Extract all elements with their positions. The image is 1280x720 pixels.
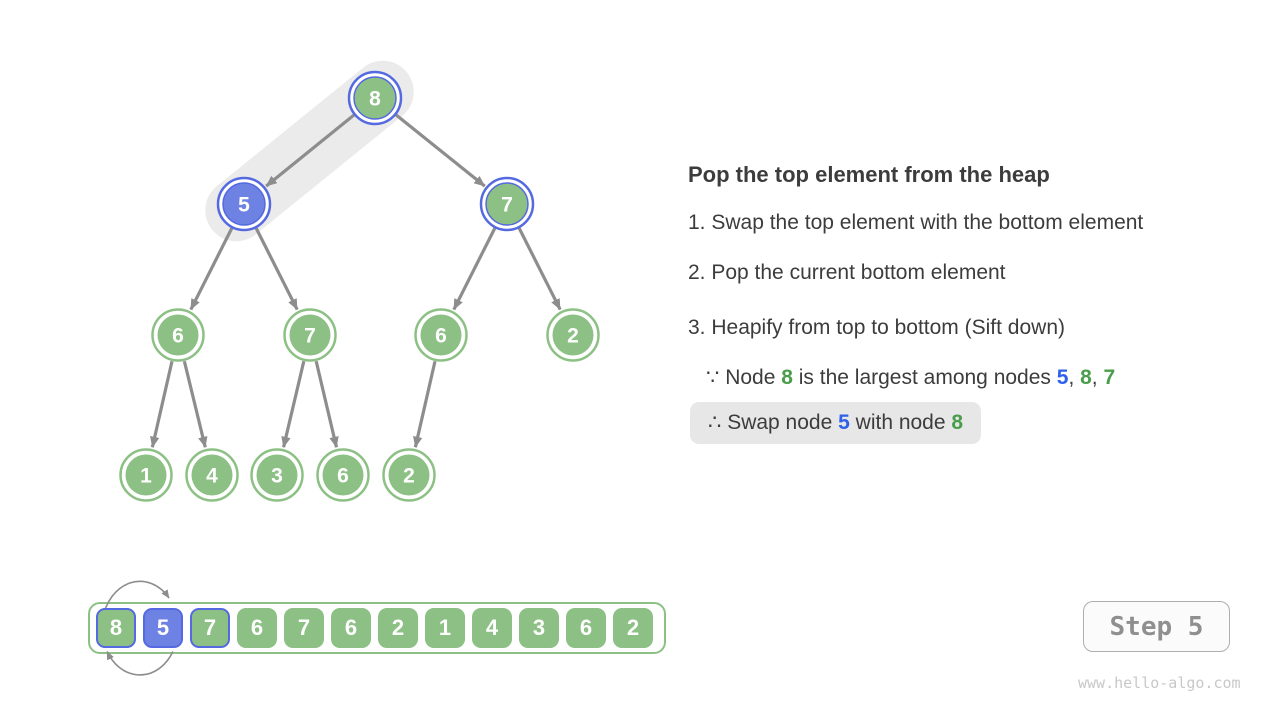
svg-text:7: 7 (304, 325, 316, 348)
text-segment: 5 (1056, 366, 1069, 389)
tree-edge (452, 227, 497, 311)
array-cell-7: 7 (190, 608, 230, 648)
text-segment: is the largest among nodes (792, 366, 1057, 389)
svg-text:6: 6 (172, 325, 184, 348)
tree-edge (413, 360, 437, 448)
watermark: www.hello-algo.com (1078, 674, 1241, 692)
tree-node-7: 7 (479, 176, 535, 232)
tree-node-6: 6 (316, 448, 370, 502)
text-segment: 8 (1080, 366, 1092, 389)
svg-text:1: 1 (140, 465, 152, 488)
array-cell-6: 6 (237, 608, 277, 648)
tree-node-6: 6 (414, 308, 468, 362)
tree-node-6: 6 (151, 308, 205, 362)
text-segment: 5 (838, 411, 850, 434)
text-segment: 8 (951, 411, 964, 434)
instruction-step-3: 3. Heapify from top to bottom (Sift down… (688, 316, 1065, 339)
svg-text:4: 4 (206, 465, 218, 488)
tree-edge (281, 360, 306, 448)
text-segment: ∵ Node (706, 366, 782, 389)
array-cell-6: 6 (331, 608, 371, 648)
tree-edge (395, 113, 486, 188)
array-cell-7: 7 (284, 608, 324, 648)
tree-node-5: 5 (216, 176, 272, 232)
tree-node-4: 4 (185, 448, 239, 502)
tree-node-1: 1 (119, 448, 173, 502)
heap-tree: 8 5 7 6 7 6 2 1 4 3 6 2 (119, 60, 600, 502)
tree-edge (517, 227, 562, 311)
svg-text:6: 6 (435, 325, 447, 348)
text-segment: , (1068, 366, 1081, 389)
array-cell-2: 2 (378, 608, 418, 648)
swap-arrow-bottom (106, 651, 174, 676)
svg-text:5: 5 (238, 194, 250, 217)
tree-edge (189, 227, 234, 311)
svg-text:8: 8 (369, 88, 381, 111)
tree-edge (314, 360, 339, 448)
because-line: ∵ Node 8 is the largest among nodes 5, 8… (706, 365, 1115, 390)
array-cell-6: 6 (566, 608, 606, 648)
array-cell-8: 8 (96, 608, 136, 648)
svg-text:7: 7 (501, 194, 513, 217)
array-cell-4: 4 (472, 608, 512, 648)
text-segment: 7 (1103, 366, 1116, 389)
tree-edge (150, 360, 174, 448)
text-segment: ∴ Swap node (708, 411, 839, 434)
tree-edge (254, 227, 299, 311)
text-segment: 8 (781, 366, 793, 389)
tree-edge (182, 360, 208, 448)
text-segment: , (1091, 366, 1104, 389)
svg-text:2: 2 (403, 465, 415, 488)
array-cell-3: 3 (519, 608, 559, 648)
tree-edge (265, 113, 356, 188)
tree-node-7: 7 (283, 308, 337, 362)
panel-title: Pop the top element from the heap (688, 162, 1050, 187)
tree-node-2: 2 (546, 308, 600, 362)
tree-node-3: 3 (250, 448, 304, 502)
array-cell-2: 2 (613, 608, 653, 648)
therefore-box: ∴ Swap node 5 with node 8 (690, 402, 982, 444)
tree-edges (150, 113, 562, 448)
svg-text:3: 3 (271, 465, 283, 488)
array-cell-1: 1 (425, 608, 465, 648)
text-segment: with node (849, 411, 952, 434)
tree-node-2: 2 (382, 448, 436, 502)
svg-text:6: 6 (337, 465, 349, 488)
tree-node-8: 8 (347, 70, 403, 126)
step-button[interactable]: Step 5 (1083, 601, 1230, 652)
instruction-step-1: 1. Swap the top element with the bottom … (688, 211, 1144, 234)
svg-text:2: 2 (567, 325, 579, 348)
instruction-step-2: 2. Pop the current bottom element (688, 261, 1006, 284)
array-cell-5: 5 (143, 608, 183, 648)
